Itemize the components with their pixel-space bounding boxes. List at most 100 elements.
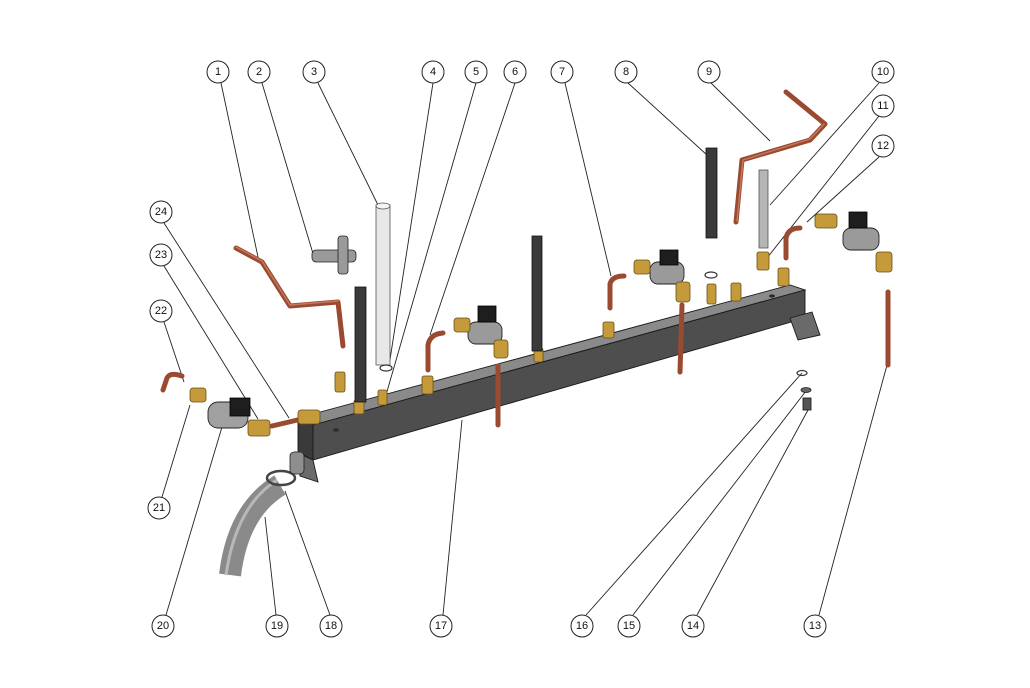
- callout-4: 4: [421, 60, 445, 84]
- ball-valve: [633, 249, 691, 303]
- svg-text:17: 17: [435, 620, 447, 632]
- leader-24: [163, 222, 290, 419]
- hardware: [796, 369, 812, 411]
- svg-text:19: 19: [271, 620, 283, 632]
- svg-text:11: 11: [877, 100, 888, 112]
- callout-22: 22: [149, 299, 173, 323]
- svg-text:16: 16: [576, 620, 588, 632]
- svg-text:18: 18: [325, 620, 337, 632]
- callout-24: 24: [149, 200, 173, 224]
- callout-8: 8: [614, 60, 638, 84]
- leader-9: [710, 82, 771, 142]
- leader-22: [163, 321, 185, 383]
- copper-tubes: [160, 89, 891, 429]
- svg-text:13: 13: [809, 620, 821, 632]
- manifold-fittings: [334, 267, 790, 415]
- copper-tube-1-highlight: [235, 246, 339, 306]
- elbow-fitting: [297, 409, 321, 425]
- svg-text:9: 9: [706, 66, 712, 78]
- drain-hose: [219, 451, 305, 577]
- leader-5: [385, 82, 477, 396]
- leader-12: [806, 156, 880, 223]
- brass-fitting: [334, 371, 346, 393]
- leader-18: [284, 490, 331, 616]
- svg-text:10: 10: [877, 66, 889, 78]
- ball-valve: [453, 305, 509, 359]
- copper-tube-9-highlight: [736, 123, 825, 222]
- callout-13: 13: [803, 614, 827, 638]
- washer: [704, 271, 718, 279]
- mounting-hole: [769, 294, 775, 298]
- brass-fitting: [777, 267, 790, 287]
- copper-tube-7: [607, 273, 627, 311]
- callout-12: 12: [871, 134, 895, 158]
- leader-23: [163, 265, 259, 420]
- hose-highlight: [224, 478, 278, 576]
- callout-19: 19: [265, 614, 289, 638]
- manifold-bar: [295, 284, 821, 483]
- vertical-pipes: [354, 147, 770, 403]
- ball-valve: [814, 211, 893, 273]
- brass-fitting: [730, 282, 742, 302]
- svg-text:12: 12: [877, 140, 889, 152]
- valves: [189, 211, 893, 437]
- svg-text:1: 1: [215, 66, 221, 78]
- black-pipe: [705, 147, 718, 239]
- leader-3: [317, 82, 379, 206]
- leader-21: [161, 404, 191, 498]
- leader-17: [442, 419, 463, 616]
- leader-14: [696, 409, 809, 616]
- manifold-right-bracket: [789, 311, 821, 341]
- callout-1: 1: [206, 60, 230, 84]
- hose-body: [219, 475, 286, 577]
- callout-14: 14: [681, 614, 705, 638]
- white-pipe: [375, 204, 391, 366]
- callout-21: 21: [147, 496, 171, 520]
- svg-text:7: 7: [559, 66, 565, 78]
- hose-clamp: [265, 469, 297, 487]
- bolt-14: [802, 397, 812, 411]
- brass-fitting: [377, 389, 388, 406]
- callout-11: 11: [871, 94, 895, 118]
- callout-6: 6: [503, 60, 527, 84]
- leader-20: [165, 426, 223, 616]
- svg-text:24: 24: [155, 206, 167, 218]
- leader-lines: [161, 82, 888, 616]
- callout-9: 9: [697, 60, 721, 84]
- brass-fitting: [706, 283, 717, 305]
- svg-text:8: 8: [623, 66, 629, 78]
- leader-1: [220, 82, 259, 258]
- ball-valve-20: [189, 387, 271, 437]
- washer-16: [796, 369, 808, 377]
- callouts: 1 2 3 4 5 6 7 8 9 10 11 12 13 14 15 16 1…: [147, 60, 895, 638]
- white-pipe-end: [375, 202, 391, 210]
- black-pipe: [531, 235, 543, 352]
- copper-tube-valve-2: [677, 302, 685, 375]
- callout-10: 10: [871, 60, 895, 84]
- leader-7: [564, 82, 612, 277]
- leader-8: [627, 82, 708, 156]
- black-pipe: [354, 286, 367, 403]
- leader-16: [585, 372, 803, 616]
- svg-text:3: 3: [311, 66, 317, 78]
- svg-text:2: 2: [256, 66, 262, 78]
- svg-text:22: 22: [155, 305, 167, 317]
- brass-fitting: [602, 321, 615, 339]
- leader-2: [261, 82, 315, 258]
- callout-23: 23: [149, 243, 173, 267]
- callout-3: 3: [302, 60, 326, 84]
- svg-text:4: 4: [430, 66, 436, 78]
- brass-fitting: [421, 375, 434, 395]
- callout-5: 5: [464, 60, 488, 84]
- leader-6: [429, 82, 516, 336]
- callout-2: 2: [247, 60, 271, 84]
- copper-tube-9: [733, 89, 828, 225]
- copper-tube-22: [160, 371, 185, 393]
- hose-barb: [289, 451, 305, 475]
- callout-15: 15: [617, 614, 641, 638]
- leader-15: [632, 390, 807, 616]
- copper-tube-1: [233, 245, 346, 349]
- leader-19: [264, 516, 277, 616]
- callout-16: 16: [570, 614, 594, 638]
